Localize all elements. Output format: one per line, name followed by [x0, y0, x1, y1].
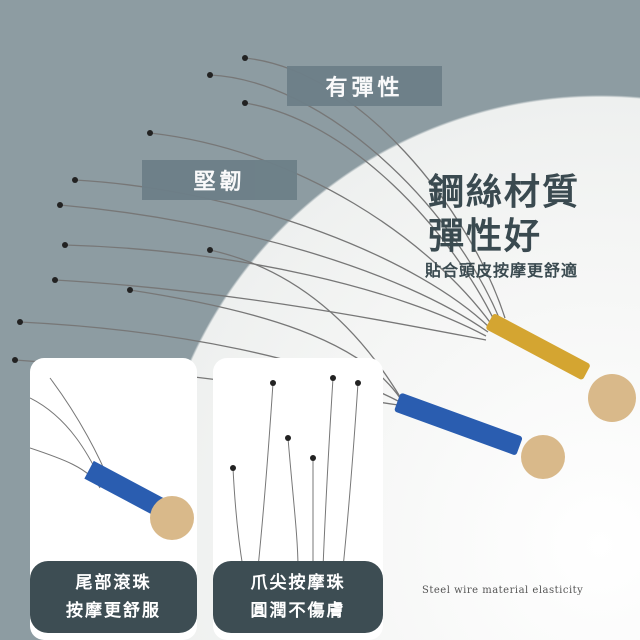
headline-line2: 彈性好: [428, 215, 543, 257]
tag-tough: 堅韌: [142, 160, 297, 200]
headline-line1: 鋼絲材質: [428, 171, 581, 213]
caption-line: 爪尖按摩珠: [250, 573, 346, 593]
english-caption: Steel wire material elasticity: [422, 585, 584, 596]
caption-line: 按摩更舒服: [66, 601, 161, 621]
caption-line: 尾部滾珠: [75, 573, 152, 593]
headline-sub: 貼合頭皮按摩更舒適: [425, 261, 579, 280]
claw-tip-closeup: [230, 375, 361, 569]
wooden-ball: [588, 374, 636, 422]
gold-handle: [486, 313, 590, 380]
blue-handle: [394, 393, 523, 455]
tail-ball-closeup: [30, 377, 194, 540]
headline: 鋼絲材質 彈性好: [428, 170, 628, 258]
wooden-ball: [521, 435, 565, 479]
tag-elastic: 有彈性: [287, 66, 442, 106]
caption-claw-tip: 爪尖按摩珠 圓潤不傷膚: [213, 561, 383, 633]
caption-tail-ball: 尾部滾珠 按摩更舒服: [30, 561, 197, 633]
caption-line: 圓潤不傷膚: [250, 601, 346, 621]
